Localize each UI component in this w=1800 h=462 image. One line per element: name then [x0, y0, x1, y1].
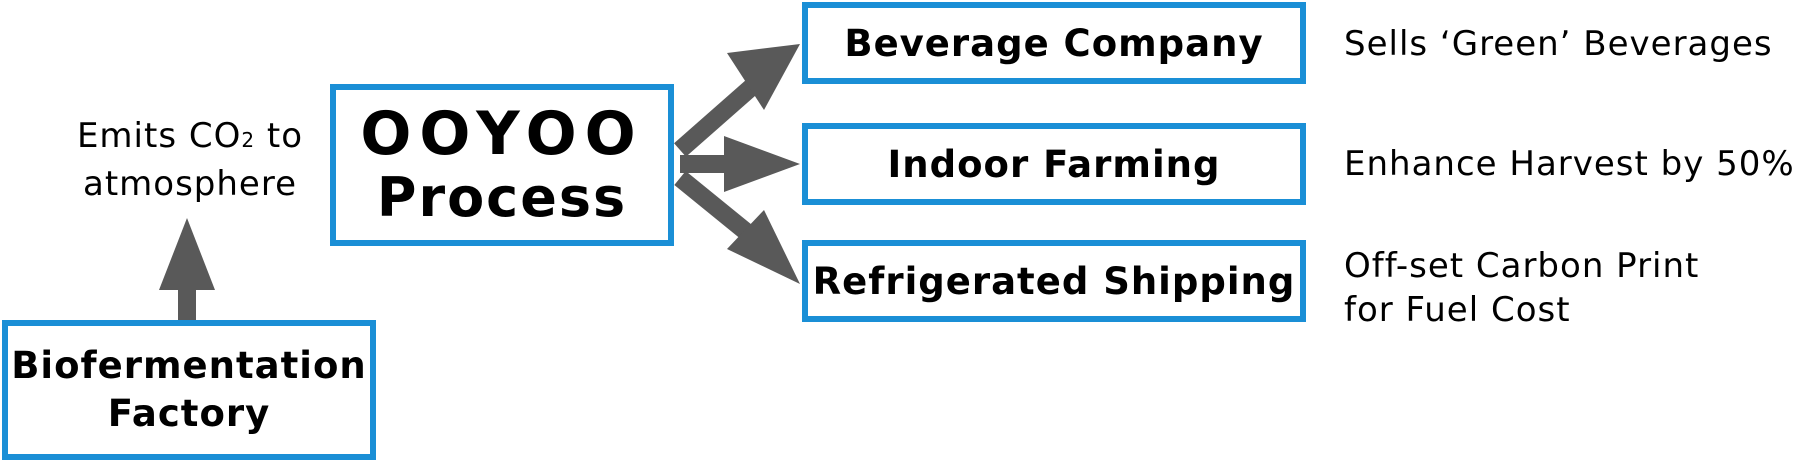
emissions-text: Emits CO2 to atmosphere: [60, 114, 320, 206]
arrow-to-farming: [680, 136, 800, 192]
shipping-note: Off-set Carbon Print for Fuel Cost: [1344, 244, 1699, 332]
process-subtitle: Process: [376, 166, 628, 229]
emissions-subscript: 2: [241, 128, 256, 152]
beverage-company-box: Beverage Company: [802, 2, 1306, 84]
beverage-company-label: Beverage Company: [844, 21, 1264, 65]
beverage-note: Sells ‘Green’ Beverages: [1344, 22, 1773, 66]
beverage-note-line1: Sells ‘Green’ Beverages: [1344, 24, 1773, 64]
factory-label-line2: Factory: [107, 392, 271, 435]
biofermentation-factory-box: Biofermentation Factory: [2, 320, 376, 460]
emissions-to-text: to: [255, 116, 304, 156]
farming-note-line1: Enhance Harvest by 50%: [1344, 144, 1795, 184]
process-title: OOYOO: [360, 99, 644, 169]
arrow-to-shipping: [674, 171, 800, 284]
emissions-text-line1: Emits CO2 to: [60, 114, 320, 162]
shipping-note-line1: Off-set Carbon Print: [1344, 246, 1700, 286]
shipping-note-line2: for Fuel Cost: [1344, 290, 1571, 330]
farming-note: Enhance Harvest by 50%: [1344, 142, 1795, 186]
emissions-text-line2: atmosphere: [83, 164, 297, 204]
indoor-farming-label: Indoor Farming: [887, 142, 1221, 186]
arrow-factory-to-emissions: [159, 218, 215, 320]
emissions-co-text: Emits CO: [76, 116, 242, 156]
indoor-farming-box: Indoor Farming: [802, 123, 1306, 205]
refrigerated-shipping-label: Refrigerated Shipping: [812, 259, 1296, 303]
ooyoo-process-box: OOYOO Process: [330, 84, 674, 246]
refrigerated-shipping-box: Refrigerated Shipping: [802, 240, 1306, 322]
arrow-to-beverage: [674, 44, 800, 157]
factory-label-line1: Biofermentation: [11, 344, 367, 387]
